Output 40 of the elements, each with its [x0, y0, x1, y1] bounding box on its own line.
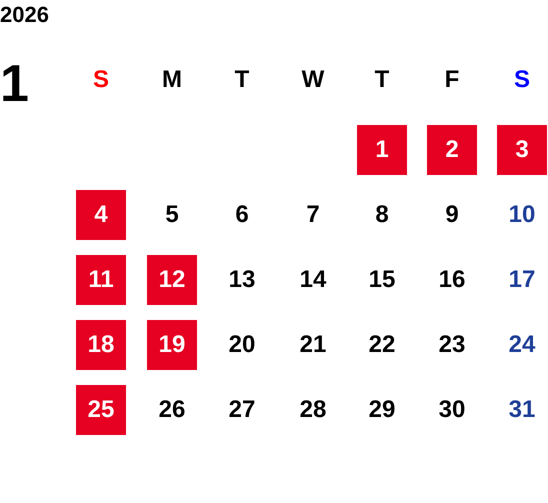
date-number: 8 [374, 200, 390, 230]
holiday-date: 18 [76, 320, 126, 370]
holiday-date: 3 [497, 125, 547, 175]
holiday-date: 1 [357, 125, 407, 175]
date-number: 9 [444, 200, 460, 230]
date-number: 27 [228, 395, 256, 425]
date-number: 26 [158, 395, 186, 425]
holiday-date: 4 [76, 190, 126, 240]
date-number: 6 [234, 200, 250, 230]
date-number: 7 [305, 200, 321, 230]
date-number: 14 [298, 265, 328, 295]
weekday-header: T [374, 65, 390, 95]
date-number: 31 [508, 395, 536, 425]
date-number: 22 [368, 330, 396, 360]
holiday-date: 12 [147, 255, 197, 305]
weekday-header: M [161, 65, 183, 95]
year-heading: 2026 [0, 2, 49, 28]
date-number: 13 [228, 265, 256, 295]
weekday-header: W [300, 65, 326, 95]
date-number: 16 [438, 265, 466, 295]
date-number: 5 [164, 200, 180, 230]
weekday-header: F [444, 65, 460, 95]
holiday-date: 11 [76, 255, 126, 305]
month-number: 1 [0, 58, 29, 110]
weekday-header: S [512, 65, 531, 95]
weekday-header: T [234, 65, 250, 95]
weekday-header: S [92, 65, 110, 95]
date-number: 28 [298, 395, 328, 425]
holiday-date: 25 [76, 385, 126, 435]
date-number: 17 [508, 265, 536, 295]
date-number: 29 [368, 395, 396, 425]
date-number: 10 [508, 200, 536, 230]
date-number: 24 [508, 330, 536, 360]
date-number: 21 [298, 330, 328, 360]
holiday-date: 2 [427, 125, 477, 175]
date-number: 15 [368, 265, 396, 295]
holiday-date: 19 [147, 320, 197, 370]
date-number: 23 [438, 330, 466, 360]
date-number: 30 [438, 395, 466, 425]
date-number: 20 [228, 330, 256, 360]
